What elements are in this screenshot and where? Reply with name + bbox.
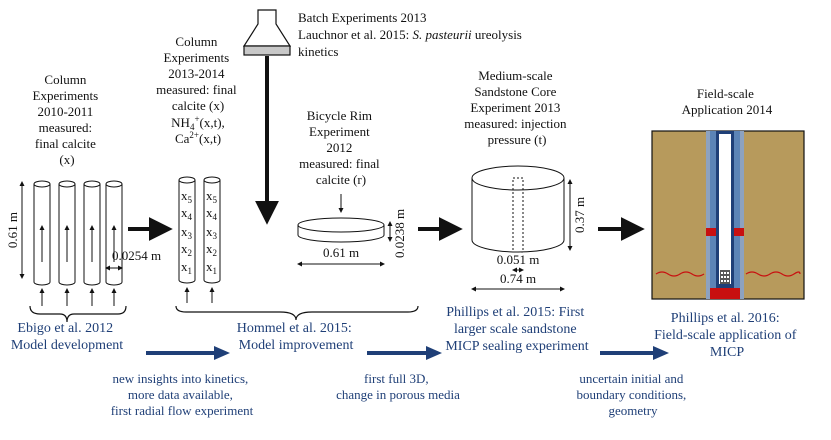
column-e-top	[178, 176, 196, 184]
stage-field: Field-scale Application 2014	[651, 86, 805, 300]
core-inner-label: 0.051 m	[497, 252, 540, 267]
core-height-label: 0.37 m	[572, 197, 587, 233]
model-phillips2016: Phillips et al. 2016: Field-scale applic…	[654, 311, 800, 360]
column-b-top	[58, 180, 76, 188]
col1-columns	[33, 180, 123, 286]
core-cylinder-top	[471, 165, 565, 191]
rim-diam-label: 0.61 m	[323, 245, 359, 260]
notes: new insights into kinetics, more data av…	[111, 371, 689, 418]
core-injection-well	[512, 177, 524, 253]
field-fracture-left	[655, 271, 705, 277]
note-n3: uncertain initial and boundary condition…	[576, 371, 689, 418]
svg-text:x2: x2	[181, 241, 192, 258]
column-b	[58, 184, 76, 286]
core-diam-label: 0.74 m	[500, 271, 536, 286]
column-f-top	[203, 176, 221, 184]
rim-title: Bicycle Rim Experiment 2012 measured: fi…	[299, 108, 383, 187]
column-f	[203, 180, 221, 284]
field-title: Field-scale Application 2014	[682, 86, 773, 117]
batch-line3: kinetics	[298, 44, 338, 59]
col1-diam-label: 0.0254 m	[112, 248, 161, 263]
col1-height-label: 0.61 m	[5, 212, 20, 248]
svg-text:x5: x5	[206, 188, 218, 205]
rim-disk-top	[297, 217, 385, 233]
col2-columns	[178, 176, 221, 284]
model-ebigo: Ebigo et al. 2012 Model development	[11, 321, 123, 353]
svg-text:x1: x1	[206, 259, 217, 276]
column-c	[83, 184, 101, 286]
col1-title: Column Experiments 2010-2011 measured: f…	[33, 72, 102, 167]
core-title: Medium-scale Sandstone Core Experiment 2…	[464, 68, 569, 147]
core-cylinder	[471, 178, 565, 253]
svg-text:x4: x4	[206, 205, 218, 222]
field-well-inner	[719, 134, 731, 284]
svg-text:x3: x3	[181, 224, 193, 241]
batch-funnel-icon	[242, 9, 292, 47]
rim-height-label: 0.0238 m	[392, 209, 407, 258]
bracket-hommel	[175, 305, 419, 321]
model-hommel: Hommel et al. 2015: Model improvement	[237, 321, 356, 353]
field-fracture-right	[745, 271, 801, 277]
field-seal-right	[734, 228, 744, 236]
note-n2: first full 3D, change in porous media	[336, 371, 460, 402]
col1-flow-arrows	[39, 225, 117, 262]
col2-nh4-line: NH4+(x,t),	[171, 114, 225, 132]
svg-text:x2: x2	[206, 241, 217, 258]
rim-disk	[297, 225, 385, 243]
batch-funnel-base	[243, 45, 291, 56]
field-seal-left	[706, 228, 716, 236]
col2-ca-line: Ca2+(x,t)	[175, 130, 221, 146]
model-phillips2015: Phillips et al. 2015: First larger scale…	[445, 305, 588, 354]
svg-text:x1: x1	[181, 259, 192, 276]
column-a	[33, 184, 51, 286]
svg-text:x4: x4	[181, 205, 193, 222]
input-arrows	[39, 287, 215, 306]
field-bottom-seal	[710, 288, 740, 299]
stage-batch: Batch Experiments 2013 Lauchnor et al. 2…	[242, 9, 522, 225]
svg-text:x5: x5	[181, 188, 193, 205]
field-tool-holes	[721, 272, 729, 282]
stage-col1: Column Experiments 2010-2011 measured: f…	[5, 72, 161, 286]
col2-title: Column Experiments 2013-2014 measured: f…	[156, 34, 240, 113]
note-n1: new insights into kinetics, more data av…	[111, 371, 254, 418]
bracket-ebigo	[29, 305, 127, 323]
batch-line1: Batch Experiments 2013	[298, 10, 427, 25]
models: Ebigo et al. 2012 Model development Homm…	[11, 305, 800, 360]
stage-rim: Bicycle Rim Experiment 2012 measured: fi…	[297, 108, 407, 267]
column-d	[105, 184, 123, 286]
column-a-top	[33, 180, 51, 188]
batch-line2: Lauchnor et al. 2015: S. pasteurii ureol…	[298, 27, 522, 42]
column-c-top	[83, 180, 101, 188]
svg-text:x3: x3	[206, 224, 218, 241]
progression-arrowheads	[214, 346, 669, 360]
column-e	[178, 180, 196, 284]
stage-core: Medium-scale Sandstone Core Experiment 2…	[464, 68, 587, 292]
stage-col2: Column Experiments 2013-2014 measured: f…	[156, 34, 240, 284]
col2-x-labels: x5 x4 x3 x2 x1 x5 x4 x3 x2 x1	[181, 188, 218, 276]
column-d-top	[105, 180, 123, 188]
